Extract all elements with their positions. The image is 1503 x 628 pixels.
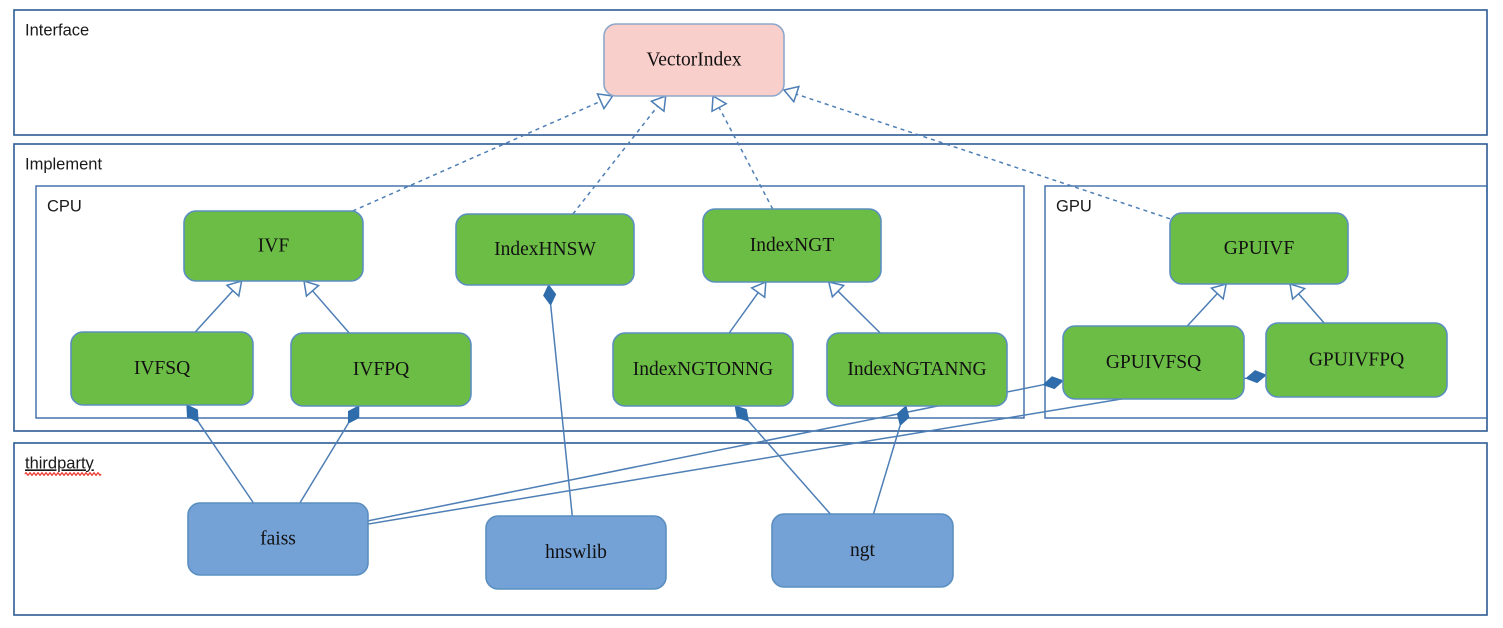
group-label-cpu: CPU xyxy=(47,197,82,215)
arrowhead-hollow-triangle xyxy=(1289,282,1307,301)
edge-ivfpq-to-ivf xyxy=(303,279,350,334)
edge-gpuivfsq-to-gpuivf xyxy=(1186,282,1228,327)
node-label-indexngtanng: IndexNGTANNG xyxy=(847,359,986,380)
node-label-faiss: faiss xyxy=(260,528,296,549)
edge-line xyxy=(837,290,881,334)
node-box-indexngtonng[interactable] xyxy=(612,332,794,407)
edge-line xyxy=(1298,293,1325,324)
node-faiss[interactable]: faiss xyxy=(187,502,369,576)
edge-faiss-to-ivfpq xyxy=(299,405,360,504)
node-gpuivfpq[interactable]: GPUIVFPQ xyxy=(1265,322,1448,398)
edge-line xyxy=(352,100,602,212)
edge-line xyxy=(367,383,1044,522)
edge-faiss-to-gpuivfpq xyxy=(367,370,1267,525)
edge-gpuivf-to-vectorindex xyxy=(782,85,1171,220)
node-box-faiss[interactable] xyxy=(187,502,369,576)
edge-line xyxy=(728,292,759,334)
node-label-ivf: IVF xyxy=(258,235,290,256)
node-box-ivf[interactable] xyxy=(183,210,364,282)
node-box-gpuivfsq[interactable] xyxy=(1062,325,1245,400)
node-gpuivfsq[interactable]: GPUIVFSQ xyxy=(1062,325,1245,400)
node-label-gpuivfpq: GPUIVFPQ xyxy=(1309,349,1404,370)
node-label-vectorindex: VectorIndex xyxy=(646,49,742,70)
group-frame-gpu xyxy=(1044,185,1488,419)
node-box-gpuivf[interactable] xyxy=(1169,212,1349,285)
edge-line xyxy=(718,107,774,210)
edge-faiss-to-gpuivfsq xyxy=(367,376,1064,522)
edge-hnswlib-to-indexhnsw xyxy=(543,284,574,517)
edge-line xyxy=(311,290,350,334)
node-indexhnsw[interactable]: IndexHNSW xyxy=(455,213,635,286)
node-box-indexhnsw[interactable] xyxy=(455,213,635,286)
node-label-gpuivfsq: GPUIVFSQ xyxy=(1106,352,1201,373)
edge-line xyxy=(549,304,574,517)
edge-ivf-to-vectorindex xyxy=(352,93,614,212)
edges-layer xyxy=(186,85,1325,525)
edge-gpuivfpq-to-gpuivf xyxy=(1289,282,1325,324)
edge-line xyxy=(367,377,1247,525)
edge-line xyxy=(197,421,255,504)
arrowhead-hollow-triangle xyxy=(711,94,728,113)
node-box-vectorindex[interactable] xyxy=(603,23,785,97)
node-label-gpuivf: GPUIVF xyxy=(1224,238,1295,259)
node-label-hnswlib: hnswlib xyxy=(545,542,607,563)
node-label-ivfsq: IVFSQ xyxy=(134,358,190,379)
edge-ngt-to-indexngtanng xyxy=(872,405,910,515)
edge-line xyxy=(747,420,831,515)
spellcheck-squiggle-thirdparty xyxy=(24,472,102,476)
node-indexngt[interactable]: IndexNGT xyxy=(702,208,882,283)
node-box-ivfpq[interactable] xyxy=(290,332,472,407)
edge-indexngtanng-to-indexngt xyxy=(827,280,881,334)
node-indexngtanng[interactable]: IndexNGTANNG xyxy=(826,332,1008,407)
arrowhead-hollow-triangle xyxy=(596,93,614,111)
node-ivf[interactable]: IVF xyxy=(183,210,364,282)
group-label-gpu: GPU xyxy=(1056,197,1092,215)
arrowhead-hollow-triangle xyxy=(782,85,800,104)
edge-line xyxy=(299,422,350,504)
edge-faiss-to-ivfsq xyxy=(186,404,255,504)
node-ivfsq[interactable]: IVFSQ xyxy=(70,331,254,406)
node-label-indexhnsw: IndexHNSW xyxy=(494,239,596,260)
node-box-ivfsq[interactable] xyxy=(70,331,254,406)
edge-line xyxy=(872,424,901,515)
node-box-indexngtanng[interactable] xyxy=(826,332,1008,407)
node-gpuivf[interactable]: GPUIVF xyxy=(1169,212,1349,285)
edge-line xyxy=(1186,293,1218,327)
node-ivfpq[interactable]: IVFPQ xyxy=(290,332,472,407)
node-label-indexngtonng: IndexNGTONNG xyxy=(633,359,773,380)
edge-indexngtonng-to-indexngt xyxy=(728,280,767,334)
group-cpu: CPU xyxy=(35,185,1025,419)
node-ngt[interactable]: ngt xyxy=(771,513,954,588)
node-box-gpuivfpq[interactable] xyxy=(1265,322,1448,398)
node-indexngtonng[interactable]: IndexNGTONNG xyxy=(612,332,794,407)
node-label-ivfpq: IVFPQ xyxy=(353,359,409,380)
group-label-interface: Interface xyxy=(25,21,89,39)
group-label-implement: Implement xyxy=(25,155,102,173)
node-label-ngt: ngt xyxy=(850,540,876,561)
node-hnswlib[interactable]: hnswlib xyxy=(485,515,667,590)
edge-ivfsq-to-ivf xyxy=(194,279,243,333)
node-box-indexngt[interactable] xyxy=(702,208,882,283)
node-label-indexngt: IndexNGT xyxy=(750,235,835,256)
node-box-hnswlib[interactable] xyxy=(485,515,667,590)
edge-ngt-to-indexngtonng xyxy=(734,405,831,515)
group-label-thirdparty: thirdparty xyxy=(25,454,95,472)
group-gpu: GPU xyxy=(1044,185,1488,419)
edge-indexngt-to-vectorindex xyxy=(711,94,774,210)
edge-indexhnsw-to-vectorindex xyxy=(572,94,667,215)
node-vectorindex[interactable]: VectorIndex xyxy=(603,23,785,97)
node-box-ngt[interactable] xyxy=(771,513,954,588)
group-frame-cpu xyxy=(35,185,1025,419)
edge-line xyxy=(194,290,234,333)
edge-line xyxy=(796,93,1171,220)
edge-line xyxy=(572,105,659,215)
